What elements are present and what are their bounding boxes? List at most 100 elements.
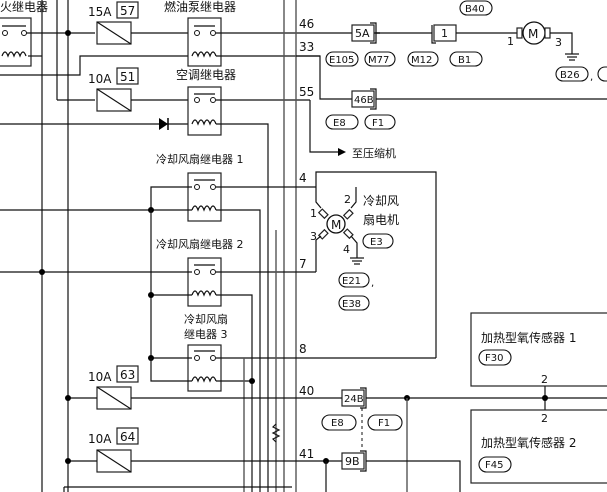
svg-text:E105: E105: [329, 55, 354, 66]
connector-id-B40: [459, 0, 493, 16]
svg-text:E8: E8: [333, 118, 346, 129]
diode-icon: [159, 118, 168, 130]
pin-label: 55: [299, 85, 314, 99]
pin-label: 33: [299, 40, 314, 54]
connector-label: 24B: [344, 394, 364, 405]
pin-label: 4: [299, 171, 307, 185]
wire-55: [309, 100, 338, 153]
fan-motor-label: 扇电机: [363, 212, 399, 227]
connector-id-F45: [478, 456, 512, 473]
svg-text:,: ,: [371, 278, 374, 289]
relay-fan1-box: [187, 172, 222, 222]
relay-coil-icon: [191, 51, 217, 58]
connector-id-B1: [449, 51, 483, 67]
connector-9B: [341, 452, 365, 470]
fuse-number: 64: [120, 430, 135, 444]
sensor-2-label: 加热型氧传感器 2: [481, 435, 576, 450]
connector-46B: [351, 90, 375, 108]
sensor-pin: 2: [541, 373, 548, 386]
svg-text:M77: M77: [368, 55, 389, 66]
pin-label: 41: [299, 447, 314, 461]
fuse-number-box: [116, 427, 139, 445]
fan-motor-frame: [315, 171, 437, 358]
svg-text:E3: E3: [370, 237, 383, 248]
svg-text:B1: B1: [458, 55, 471, 66]
connector-label: 1: [441, 27, 448, 40]
sensor-1-label: 加热型氧传感器 1: [481, 330, 576, 345]
fuse-rating: 10A: [88, 72, 112, 86]
wire-coil-fuelpump: [0, 55, 190, 76]
svg-text:M12: M12: [411, 55, 432, 66]
relay-fan2-box: [187, 257, 222, 307]
svg-text:F1: F1: [372, 118, 384, 129]
relay-fan3-label: 继电器 3: [184, 328, 228, 341]
svg-text:E8: E8: [331, 418, 344, 429]
fan-motor-label: 冷却风: [363, 194, 399, 208]
connector-id-F1: [367, 414, 403, 431]
relay-contact: [2, 30, 8, 36]
svg-text:1: 1: [310, 207, 317, 220]
relay-coil-icon: [191, 205, 217, 212]
connector-id-E8: [321, 414, 357, 431]
resistor-icon: [271, 423, 281, 443]
relay-ac-box: [187, 86, 222, 136]
connector-label: 46B: [354, 95, 374, 106]
fuse-number: 51: [120, 70, 135, 84]
fuse-rating: 10A: [88, 370, 112, 384]
relay-fan2-label: 冷却风扇继电器 2: [156, 237, 244, 251]
connector-id-E21: [338, 272, 370, 288]
relay-ac-label: 空调继电器: [176, 68, 236, 82]
connector-label: 9B: [345, 455, 360, 468]
pin-label: 46: [299, 17, 314, 31]
svg-text:F45: F45: [485, 460, 503, 471]
fuse-number: 57: [120, 4, 135, 18]
connector-24B: [341, 389, 365, 407]
connector-5A: [351, 24, 375, 42]
svg-text:M: M: [331, 218, 341, 232]
relay-fuel-pump-label: 燃油泵继电器: [164, 0, 236, 14]
svg-text:,: ,: [590, 72, 593, 83]
svg-text:3: 3: [555, 36, 562, 49]
svg-text:2: 2: [344, 193, 351, 206]
relay-coil-icon: [191, 376, 217, 383]
connector-id-E105: [325, 51, 359, 67]
fuse-number-box: [116, 67, 139, 85]
svg-text:E38: E38: [342, 299, 361, 310]
compressor-label: 至压缩机: [352, 146, 396, 160]
relay-fan3-box: [187, 344, 222, 392]
connector-id-F1: [364, 114, 396, 130]
relay-coil-icon: [191, 119, 217, 126]
relay-ignition-box: [0, 17, 32, 67]
arrow-icon: [338, 148, 346, 156]
relay-fan3-label: 冷却风扇: [184, 312, 228, 326]
connector-id-E8: [325, 114, 359, 130]
relay-contact: [21, 30, 27, 36]
svg-text:E21: E21: [342, 276, 361, 287]
relay-coil-icon: [1, 51, 27, 58]
pin-label: 40: [299, 384, 314, 398]
svg-text:B40: B40: [465, 4, 485, 15]
wire-33: [296, 55, 352, 100]
fan-motor-icon: M: [317, 208, 354, 240]
relay-coil-icon: [191, 290, 217, 297]
fuse-rating: 15A: [88, 5, 112, 19]
connector-label: 5A: [355, 27, 370, 40]
pin-label: 8: [299, 342, 307, 356]
relay-ignition-label: 火继电器: [0, 0, 48, 14]
fuse-number-box: [116, 365, 139, 383]
connector-id-M12: [407, 51, 439, 67]
connector-id-M77: [364, 51, 396, 67]
relay-fan1-label: 冷却风扇继电器 1: [156, 152, 244, 166]
connector-id-B26: [555, 66, 589, 82]
svg-text:F1: F1: [378, 418, 390, 429]
connector-id-E3: [362, 233, 394, 249]
relay-fuel-pump-box: [187, 17, 222, 67]
svg-text:M: M: [528, 27, 538, 41]
pin-label: 7: [299, 257, 307, 271]
svg-text:3: 3: [310, 230, 317, 243]
junction-dot: [65, 30, 71, 36]
svg-text:F30: F30: [485, 353, 503, 364]
connector-id-E38: [338, 295, 370, 311]
svg-text:B26: B26: [560, 70, 580, 81]
